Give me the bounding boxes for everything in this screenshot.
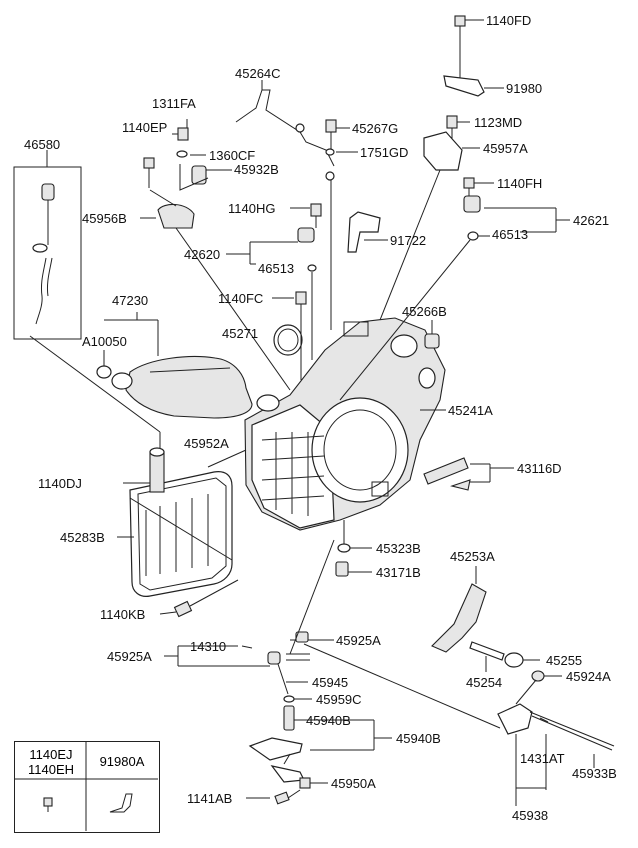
label-45925a-right: 45925A bbox=[336, 633, 381, 648]
label-45924a: 45924A bbox=[566, 669, 611, 684]
sensor-45956b bbox=[157, 203, 195, 229]
label-46513-right: 46513 bbox=[492, 227, 529, 242]
label-45938: 45938 bbox=[512, 808, 549, 823]
label-46513-left: 46513 bbox=[258, 261, 295, 276]
label-47230: 47230 bbox=[112, 293, 149, 308]
plate-45940b bbox=[248, 737, 303, 761]
bracket-45938 bbox=[497, 703, 533, 735]
legend-bolt-icon bbox=[43, 797, 53, 812]
label-1140fd: 1140FD bbox=[486, 13, 532, 28]
label-45956b: 45956B bbox=[82, 211, 127, 226]
pipe-45264c bbox=[235, 89, 335, 167]
part-43116d bbox=[423, 457, 469, 485]
label-45945: 45945 bbox=[312, 675, 349, 690]
label-45253a: 45253A bbox=[450, 549, 495, 564]
dipstick-assembly bbox=[13, 150, 82, 340]
o-ring-a10050 bbox=[96, 365, 112, 379]
label-45933b: 45933B bbox=[572, 766, 617, 781]
label-1123md: 1123MD bbox=[474, 115, 523, 130]
label-45959c: 45959C bbox=[316, 692, 362, 707]
label-45323b: 45323B bbox=[376, 541, 421, 556]
label-45950a: 45950A bbox=[331, 776, 376, 791]
label-45255: 45255 bbox=[546, 653, 583, 668]
transmission-case bbox=[244, 317, 446, 531]
bracket-91722 bbox=[347, 211, 381, 253]
label-1311fa: 1311FA bbox=[152, 96, 196, 111]
legend-right-label: 91980A bbox=[99, 754, 145, 769]
label-91980: 91980 bbox=[506, 81, 543, 96]
label-42621: 42621 bbox=[573, 213, 610, 228]
bracket-45957a bbox=[423, 131, 463, 171]
label-45266b: 45266B bbox=[402, 304, 447, 319]
label-1140hg: 1140HG bbox=[228, 201, 276, 216]
label-45940b-b: 45940B bbox=[396, 731, 441, 746]
label-91722: 91722 bbox=[390, 233, 427, 248]
label-1431at: 1431AT bbox=[520, 751, 565, 766]
label-1141ab: 1141AB bbox=[187, 791, 233, 806]
label-1140fc: 1140FC bbox=[218, 291, 264, 306]
label-1140kb: 1140KB bbox=[100, 607, 146, 622]
label-45925a-left: 45925A bbox=[107, 649, 152, 664]
label-43171b: 43171B bbox=[376, 565, 421, 580]
label-1140dj: 1140DJ bbox=[38, 476, 82, 491]
label-1140fh: 1140FH bbox=[497, 176, 543, 191]
label-a10050: A10050 bbox=[82, 334, 127, 349]
legend-left-line2: 1140EH bbox=[27, 762, 74, 777]
label-45932b: 45932B bbox=[234, 162, 279, 177]
label-45254: 45254 bbox=[466, 675, 503, 690]
label-42620: 42620 bbox=[184, 247, 221, 262]
label-43116d: 43116D bbox=[517, 461, 562, 476]
label-45957a: 45957A bbox=[483, 141, 528, 156]
label-45940b-a: 45940B bbox=[306, 713, 351, 728]
oil-filter bbox=[111, 356, 253, 419]
label-1360cf: 1360CF bbox=[209, 148, 256, 163]
legend-box: 1140EJ 1140EH 91980A bbox=[14, 741, 160, 833]
label-46580: 46580 bbox=[24, 137, 61, 152]
bushing-45255 bbox=[504, 652, 524, 668]
bolt-1140kb bbox=[159, 600, 193, 618]
legend-bracket-icon bbox=[109, 793, 133, 813]
label-14310: 14310 bbox=[190, 639, 227, 654]
label-1751gd: 1751GD bbox=[360, 145, 409, 160]
label-1140ep: 1140EP bbox=[122, 120, 168, 135]
label-45283b: 45283B bbox=[60, 530, 105, 545]
oil-pan bbox=[129, 447, 233, 597]
label-45267g: 45267G bbox=[352, 121, 399, 136]
label-45271: 45271 bbox=[222, 326, 259, 341]
legend-left-line1: 1140EJ bbox=[29, 747, 73, 762]
label-45241a: 45241A bbox=[448, 403, 493, 418]
lever-45253a bbox=[431, 583, 487, 653]
label-45264c: 45264C bbox=[235, 66, 281, 81]
bracket-91980 bbox=[443, 15, 485, 97]
label-45952a: 45952A bbox=[184, 436, 229, 451]
pin-45254 bbox=[469, 641, 505, 661]
